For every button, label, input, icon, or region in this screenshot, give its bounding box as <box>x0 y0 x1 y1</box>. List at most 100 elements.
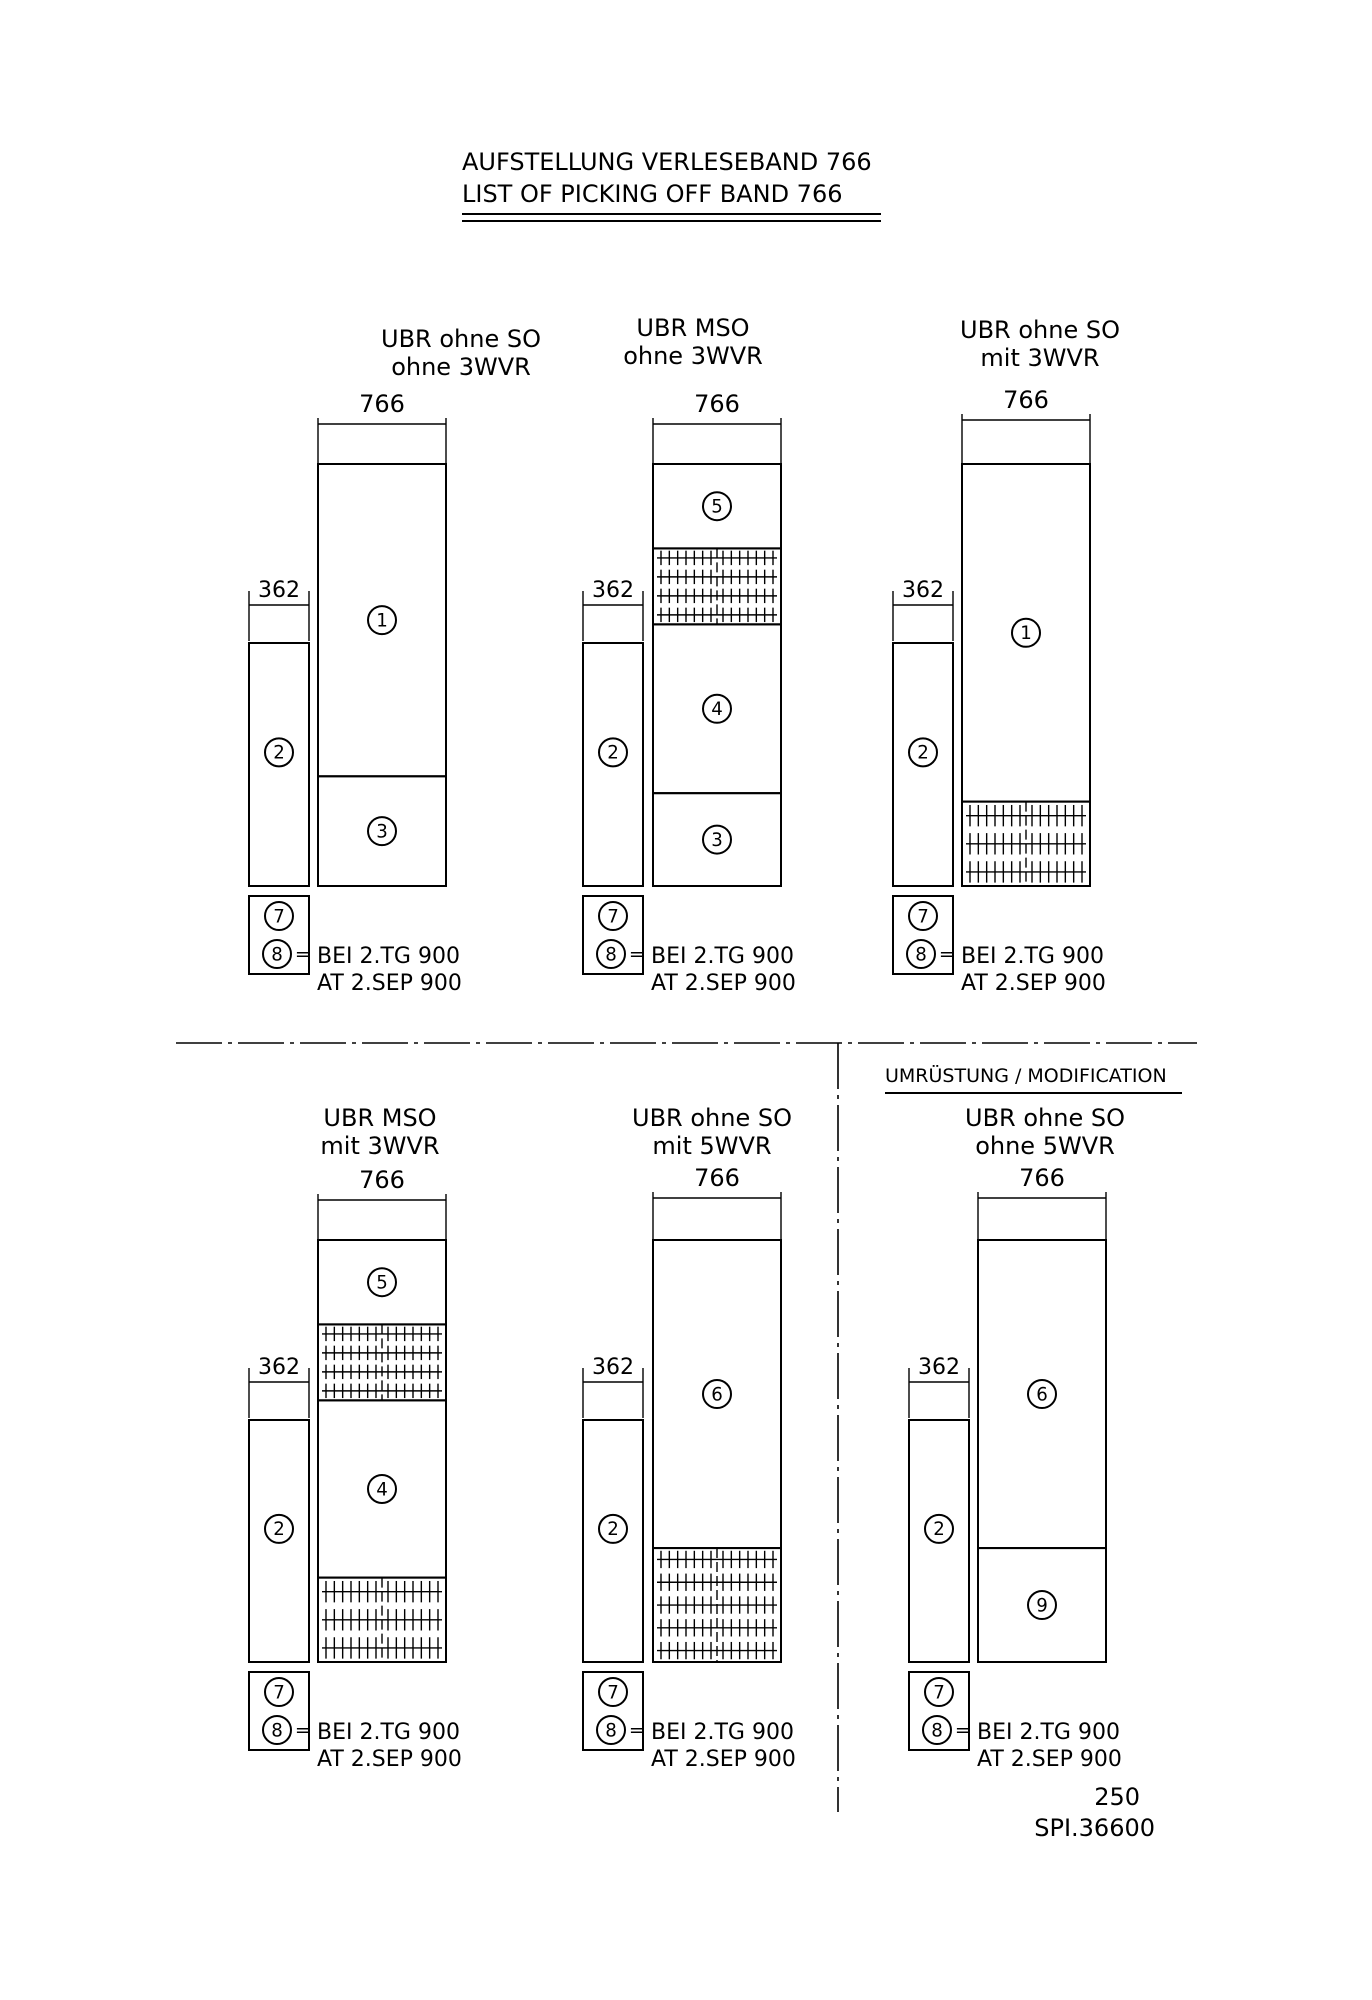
circled-number-ring <box>922 1715 952 1745</box>
note-line-german: BEI 2.TG 900 <box>977 1720 1120 1745</box>
accessory-box <box>248 1671 310 1751</box>
circled-number-ring <box>264 1677 294 1707</box>
modification-header: UMRÜSTUNG / MODIFICATION <box>885 1064 1182 1094</box>
main-width-label: 766 <box>694 1164 740 1192</box>
circled-number-ring <box>908 737 938 768</box>
note-line-english: AT 2.SEP 900 <box>317 1747 462 1772</box>
circled-number-ring <box>264 737 294 768</box>
accessory-number-bottom: 8 <box>262 1715 292 1745</box>
note-line-english: AT 2.SEP 900 <box>977 1747 1122 1772</box>
main-column-section <box>317 775 447 888</box>
modification-header-text: UMRÜSTUNG / MODIFICATION <box>885 1064 1167 1087</box>
roller-grid-section <box>652 547 782 626</box>
variant-title-line1: UBR MSO <box>323 1104 436 1132</box>
variant-title-line1: UBR ohne SO <box>381 325 541 353</box>
title-line-german: AUFSTELLUNG VERLESEBAND 766 <box>462 148 872 176</box>
circled-number-ring <box>367 1473 397 1504</box>
circled-number-label: 8 <box>931 1720 943 1741</box>
circled-number-ring <box>598 737 628 768</box>
section-number-9: 9 <box>1027 1590 1057 1621</box>
circled-number-label: 4 <box>376 1479 388 1500</box>
accessory-box <box>908 1671 970 1751</box>
accessory-number-bottom: 8 <box>596 939 626 969</box>
side-width-dimension: 362 <box>908 1355 970 1418</box>
side-width-dimension: 362 <box>582 1355 644 1418</box>
accessory-box <box>892 895 954 975</box>
section-number-5: 5 <box>367 1267 397 1298</box>
main-width-label: 766 <box>359 390 405 418</box>
circled-number-ring <box>262 1715 292 1745</box>
circled-number-ring <box>702 1379 732 1410</box>
side-width-label: 362 <box>258 578 300 603</box>
accessory-box <box>582 895 644 975</box>
note-line-english: AT 2.SEP 900 <box>651 1747 796 1772</box>
circled-number-label: 1 <box>1020 623 1032 644</box>
circled-number-label: 3 <box>376 821 388 842</box>
side-width-label: 362 <box>592 578 634 603</box>
main-width-label: 766 <box>694 390 740 418</box>
accessory-number-top: 7 <box>264 1677 294 1707</box>
side-column <box>248 642 310 887</box>
circled-number-ring <box>598 1677 628 1707</box>
circled-number-ring <box>264 1513 294 1544</box>
side-column-number: 2 <box>598 1513 628 1544</box>
side-width-label: 362 <box>902 578 944 603</box>
circled-number-ring <box>1027 1590 1057 1621</box>
main-width-dimension: 766 <box>652 390 782 464</box>
circled-number-ring <box>367 1267 397 1298</box>
roller-grid-section <box>652 1547 782 1664</box>
section-number-3: 3 <box>367 816 397 847</box>
main-width-label: 766 <box>359 1166 405 1194</box>
accessory-box <box>248 895 310 975</box>
accessory-number-bottom: 8 <box>262 939 292 969</box>
circled-number-ring <box>1011 617 1041 648</box>
sheet-title: AUFSTELLUNG VERLESEBAND 766 LIST OF PICK… <box>462 148 881 222</box>
side-column <box>892 642 954 887</box>
circled-number-ring <box>924 1513 954 1544</box>
circled-number-label: 7 <box>607 906 619 927</box>
note-line-german: BEI 2.TG 900 <box>961 944 1104 969</box>
main-column-section <box>977 1547 1107 1664</box>
variant-title-line2: mit 3WVR <box>320 1132 439 1160</box>
circled-number-label: 7 <box>933 1682 945 1703</box>
accessory-number-top: 7 <box>924 1677 954 1707</box>
section-number-5: 5 <box>702 491 732 522</box>
circled-number-label: 5 <box>376 1273 388 1294</box>
variant-title-line2: mit 5WVR <box>652 1132 771 1160</box>
variant-title-line2: ohne 3WVR <box>623 342 763 370</box>
note-line-german: BEI 2.TG 900 <box>651 1720 794 1745</box>
section-number-1: 1 <box>367 605 397 636</box>
roller-grid-section <box>317 1323 447 1402</box>
equals-sign: = <box>295 944 310 965</box>
circled-number-label: 7 <box>273 1682 285 1703</box>
side-column-number: 2 <box>264 1513 294 1544</box>
accessory-box <box>582 1671 644 1751</box>
variant-title-line1: UBR ohne SO <box>960 316 1120 344</box>
accessory-number-top: 7 <box>908 901 938 931</box>
circled-number-label: 8 <box>605 1720 617 1741</box>
side-width-label: 362 <box>592 1355 634 1380</box>
circled-number-ring <box>906 939 936 969</box>
circled-number-ring <box>598 901 628 931</box>
title-line-english: LIST OF PICKING OFF BAND 766 <box>462 180 842 208</box>
circled-number-ring <box>367 816 397 847</box>
circled-number-ring <box>367 605 397 636</box>
note-line-english: AT 2.SEP 900 <box>651 971 796 996</box>
side-width-dimension: 362 <box>248 578 310 641</box>
circled-number-label: 9 <box>1036 1595 1048 1616</box>
circled-number-ring <box>702 693 732 724</box>
circled-number-label: 5 <box>711 497 723 518</box>
side-width-label: 362 <box>918 1355 960 1380</box>
main-width-label: 766 <box>1019 1164 1065 1192</box>
roller-grid-section <box>961 800 1091 887</box>
section-number-4: 4 <box>702 693 732 724</box>
side-width-dimension: 362 <box>248 1355 310 1418</box>
main-width-dimension: 766 <box>317 390 447 464</box>
circled-number-label: 7 <box>607 1682 619 1703</box>
note-line-english: AT 2.SEP 900 <box>317 971 462 996</box>
